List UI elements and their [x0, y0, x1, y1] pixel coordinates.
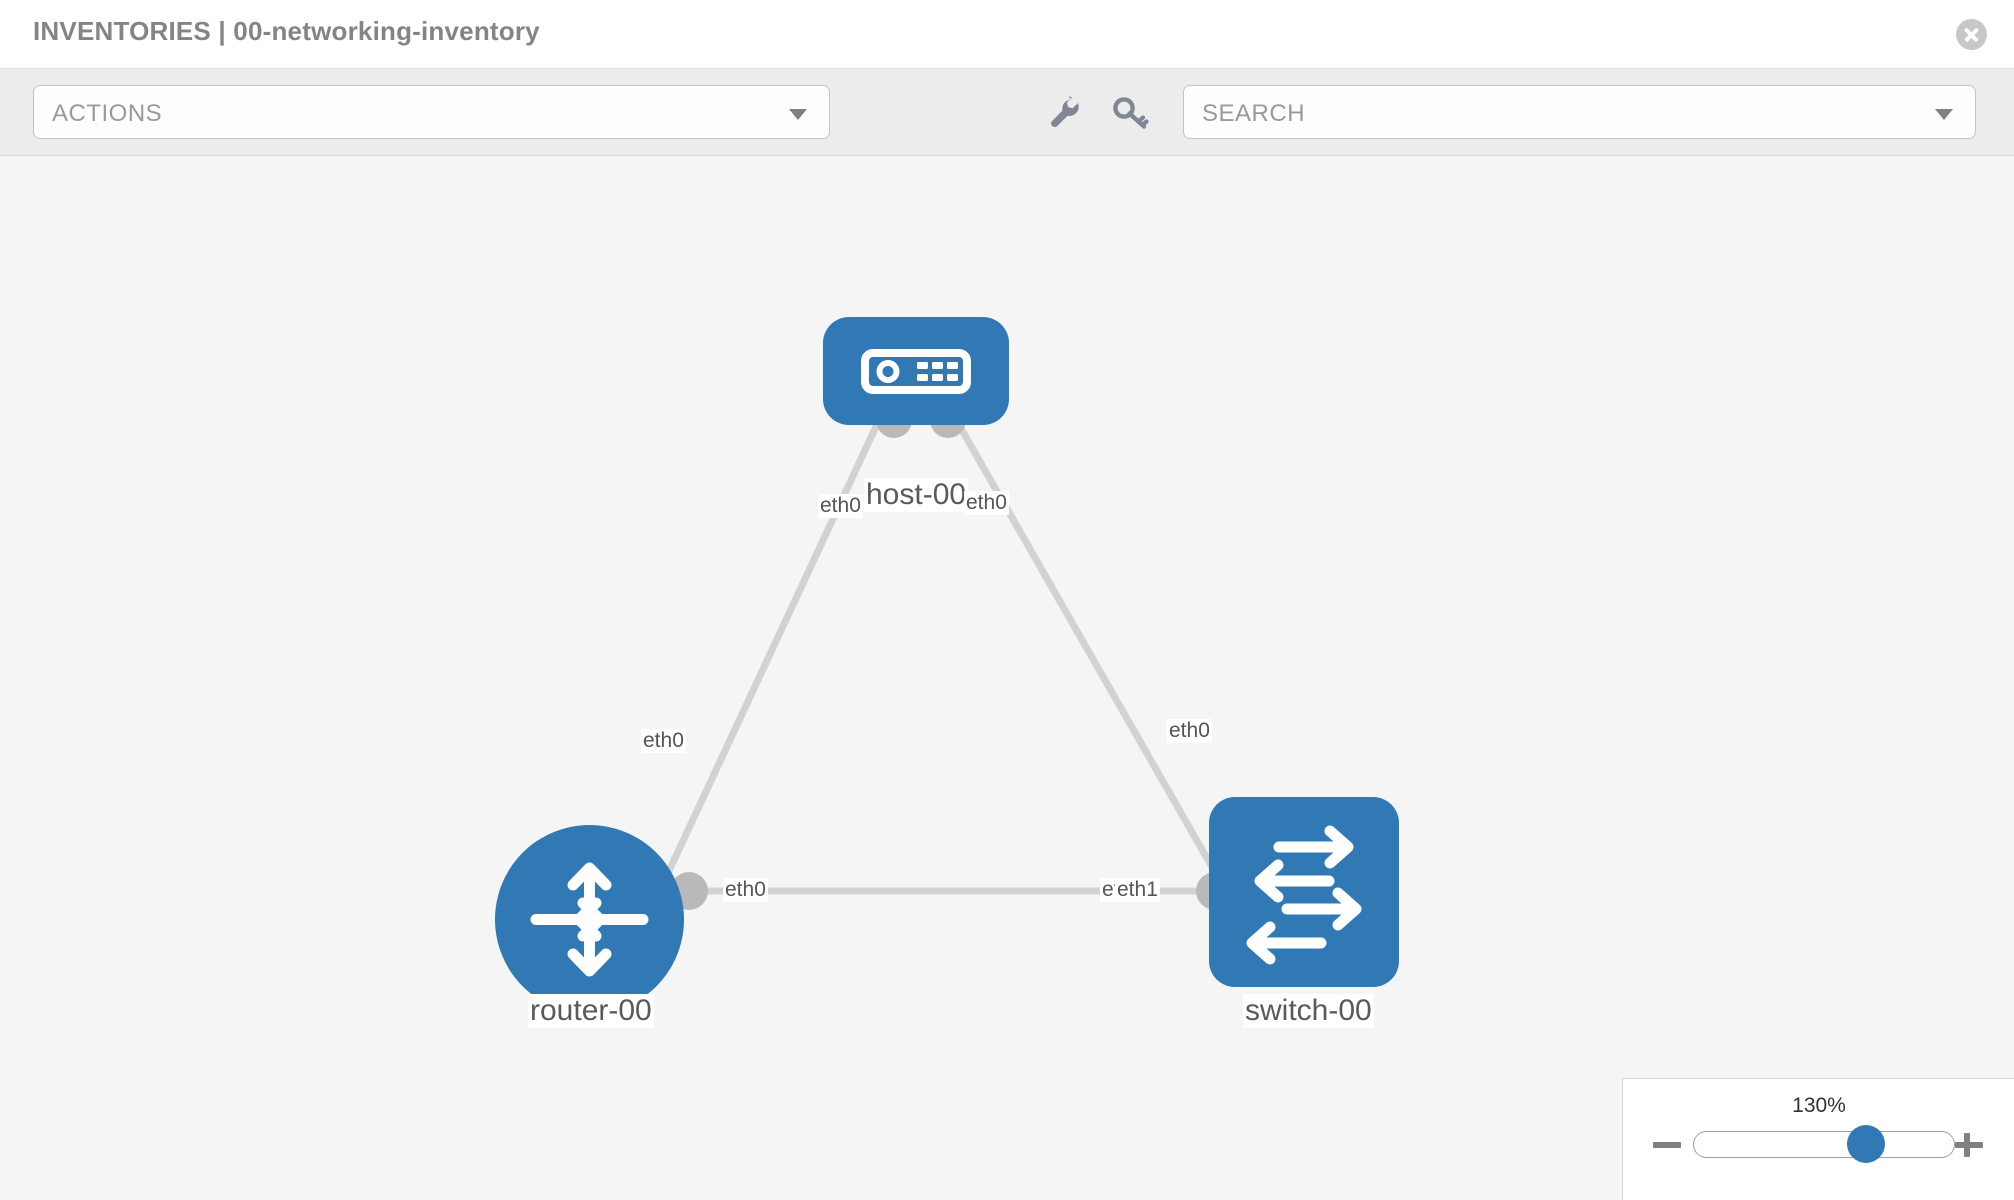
page-title: INVENTORIES | 00-networking-inventory [33, 16, 540, 46]
key-icon[interactable] [1108, 91, 1152, 135]
close-icon[interactable] [1956, 19, 1987, 50]
switch-icon [1246, 825, 1362, 965]
node-switch-00[interactable] [1209, 797, 1399, 987]
actions-dropdown[interactable]: ACTIONS [33, 85, 830, 139]
zoom-slider-thumb[interactable] [1847, 1125, 1885, 1163]
iface-label-switch-up: eth0 [1167, 719, 1212, 744]
zoom-control-panel: 130% [1622, 1078, 2014, 1200]
actions-dropdown-label: ACTIONS [52, 100, 163, 127]
iface-label-router-right: eth0 [723, 878, 768, 903]
chevron-down-icon [789, 109, 807, 120]
topology-links [651, 416, 1244, 918]
zoom-out-button[interactable] [1651, 1128, 1685, 1162]
router-icon [530, 862, 649, 977]
zoom-in-button[interactable] [1953, 1128, 1987, 1162]
node-label-router-00: router-00 [528, 994, 654, 1028]
topology-canvas[interactable]: eth0 host-00 eth0 eth0 eth0 eth0 eth0 et… [0, 156, 2014, 1200]
iface-label-switch-left-b: eth1 [1115, 878, 1160, 903]
server-icon [861, 349, 971, 394]
node-label-host-00: host-00 [864, 478, 969, 512]
node-host-00[interactable] [823, 317, 1009, 425]
search-input[interactable]: SEARCH [1183, 85, 1976, 139]
iface-label-host-right: eth0 [964, 491, 1009, 516]
link-router-host [651, 416, 884, 903]
zoom-slider-track[interactable] [1693, 1131, 1955, 1158]
wrench-icon[interactable] [1040, 91, 1084, 135]
node-label-switch-00: switch-00 [1243, 994, 1374, 1028]
zoom-level-label: 130% [1792, 1094, 1846, 1117]
page-header: INVENTORIES | 00-networking-inventory [0, 0, 2014, 68]
node-router-00[interactable] [495, 825, 684, 1014]
search-placeholder: SEARCH [1202, 100, 1306, 127]
iface-label-router-up: eth0 [641, 729, 686, 754]
toolbar: ACTIONS SEARCH [0, 68, 2014, 156]
minus-icon [1653, 1142, 1681, 1148]
plus-icon-vertical [1964, 1133, 1970, 1157]
chevron-down-icon [1935, 109, 1953, 120]
iface-label-host-left: eth0 [818, 494, 863, 519]
